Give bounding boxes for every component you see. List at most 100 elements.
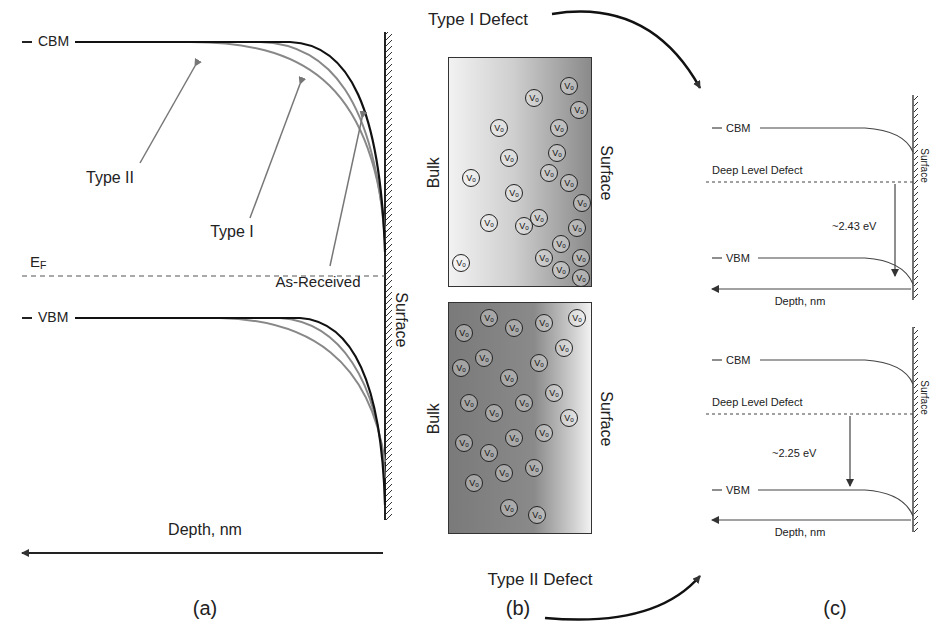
vacancy-symbol: Vo bbox=[504, 374, 514, 383]
vacancy-symbol: Vo bbox=[504, 504, 514, 513]
label: As-Received bbox=[275, 274, 360, 291]
vacancy-symbol: Vo bbox=[539, 319, 549, 328]
vacancy-circle: Vo bbox=[568, 309, 586, 327]
vacancy-symbol: Vo bbox=[504, 154, 514, 163]
vacancy-circle: Vo bbox=[460, 394, 478, 412]
vacancy-circle: Vo bbox=[462, 169, 480, 187]
vacancy-symbol: Vo bbox=[572, 224, 582, 233]
label: VBM bbox=[726, 484, 750, 496]
vacancy-circle: Vo bbox=[525, 459, 543, 477]
band-diagram-a bbox=[22, 32, 392, 553]
vacancy-circle: Vo bbox=[475, 349, 493, 367]
label: Depth, nm bbox=[775, 526, 826, 538]
vacancy-circle: Vo bbox=[535, 314, 553, 332]
sample-box: BulkSurfaceVoVoVoVoVoVoVoVoVoVoVoVoVoVoV… bbox=[448, 302, 592, 534]
bulk-label: Bulk bbox=[425, 403, 443, 434]
label: ~2.43 eV bbox=[832, 220, 876, 232]
vacancy-circle: Vo bbox=[572, 249, 590, 267]
vacancy-symbol: Vo bbox=[459, 329, 469, 338]
vacancy-symbol: Vo bbox=[499, 469, 509, 478]
vacancy-circle: Vo bbox=[485, 404, 503, 422]
vacancy-symbol: Vo bbox=[564, 82, 574, 91]
vacancy-symbol: Vo bbox=[519, 399, 529, 408]
vacancy-circle: Vo bbox=[500, 369, 518, 387]
vacancy-circle: Vo bbox=[515, 394, 533, 412]
vacancy-symbol: Vo bbox=[576, 254, 586, 263]
vacancy-symbol: Vo bbox=[534, 214, 544, 223]
vacancy-circle: Vo bbox=[465, 474, 483, 492]
vacancy-circle: Vo bbox=[530, 354, 548, 372]
label: Type I bbox=[210, 223, 254, 241]
vacancy-symbol: Vo bbox=[466, 174, 476, 183]
label: Depth, nm bbox=[168, 521, 242, 539]
vacancy-circle: Vo bbox=[555, 339, 573, 357]
label: (a) bbox=[193, 597, 217, 619]
vacancy-circle: Vo bbox=[490, 119, 508, 137]
vacancy-circle: Vo bbox=[570, 101, 588, 119]
vacancy-symbol: Vo bbox=[564, 179, 574, 188]
vacancy-symbol: Vo bbox=[464, 399, 474, 408]
label: Surface bbox=[393, 292, 411, 347]
vacancy-symbol: Vo bbox=[509, 189, 519, 198]
label: EF bbox=[30, 254, 46, 271]
vacancy-circle: Vo bbox=[505, 319, 523, 337]
vacancy-circle: Vo bbox=[455, 434, 473, 452]
label: VBM bbox=[38, 310, 68, 325]
label: CBM bbox=[726, 354, 750, 366]
label: Deep Level Defect bbox=[712, 164, 803, 176]
vacancy-symbol: Vo bbox=[529, 94, 539, 103]
vacancy-circle: Vo bbox=[572, 269, 590, 287]
label: VBM bbox=[726, 252, 750, 264]
vacancy-symbol: Vo bbox=[544, 169, 554, 178]
vacancy-circle: Vo bbox=[480, 444, 498, 462]
vacancy-circle: Vo bbox=[550, 119, 568, 137]
vacancy-symbol: Vo bbox=[459, 439, 469, 448]
vacancy-circle: Vo bbox=[500, 499, 518, 517]
vacancy-symbol: Vo bbox=[489, 409, 499, 418]
label: Type II Defect bbox=[488, 571, 593, 590]
vacancy-circle: Vo bbox=[495, 464, 513, 482]
label: (b) bbox=[506, 597, 530, 619]
vacancy-symbol: Vo bbox=[539, 254, 549, 263]
vacancy-symbol: Vo bbox=[554, 124, 564, 133]
vacancy-circle: Vo bbox=[505, 184, 523, 202]
vacancy-symbol: Vo bbox=[509, 324, 519, 333]
vacancy-circle: Vo bbox=[480, 214, 498, 232]
vacancy-symbol: Vo bbox=[469, 479, 479, 488]
label: Depth, nm bbox=[775, 295, 826, 307]
vacancy-circle: Vo bbox=[525, 89, 543, 107]
vacancy-symbol: Vo bbox=[574, 106, 584, 115]
label: ~2.25 eV bbox=[772, 447, 816, 459]
band-diagram-c-top bbox=[706, 95, 918, 300]
vacancy-circle: Vo bbox=[505, 429, 523, 447]
bulk-label: Bulk bbox=[425, 157, 443, 188]
vacancy-circle: Vo bbox=[480, 309, 498, 327]
vacancy-circle: Vo bbox=[560, 409, 578, 427]
label: Type I Defect bbox=[428, 11, 528, 30]
vacancy-symbol: Vo bbox=[556, 240, 566, 249]
vacancy-symbol: Vo bbox=[572, 314, 582, 323]
vacancy-symbol: Vo bbox=[549, 389, 559, 398]
vacancy-circle: Vo bbox=[552, 235, 570, 253]
vacancy-circle: Vo bbox=[455, 324, 473, 342]
vacancy-circle: Vo bbox=[560, 174, 578, 192]
vacancy-symbol: Vo bbox=[529, 464, 539, 473]
label: (c) bbox=[823, 597, 846, 619]
vacancy-symbol: Vo bbox=[456, 259, 466, 268]
vacancy-symbol: Vo bbox=[484, 449, 494, 458]
label: Type II bbox=[86, 169, 134, 187]
vacancy-circle: Vo bbox=[545, 384, 563, 402]
sample-box: BulkSurfaceVoVoVoVoVoVoVoVoVoVoVoVoVoVoV… bbox=[448, 57, 592, 287]
vacancy-symbol: Vo bbox=[484, 219, 494, 228]
surface-label: Surface bbox=[598, 145, 616, 200]
vacancy-symbol: Vo bbox=[564, 414, 574, 423]
vacancy-circle: Vo bbox=[560, 77, 578, 95]
vacancy-circle: Vo bbox=[540, 164, 558, 182]
vacancy-circle: Vo bbox=[548, 144, 566, 162]
label: CBM bbox=[38, 34, 69, 49]
vacancy-symbol: Vo bbox=[456, 364, 466, 373]
vacancy-circle: Vo bbox=[452, 359, 470, 377]
label: Surface bbox=[919, 380, 930, 414]
vacancy-symbol: Vo bbox=[494, 124, 504, 133]
vacancy-symbol: Vo bbox=[552, 149, 562, 158]
